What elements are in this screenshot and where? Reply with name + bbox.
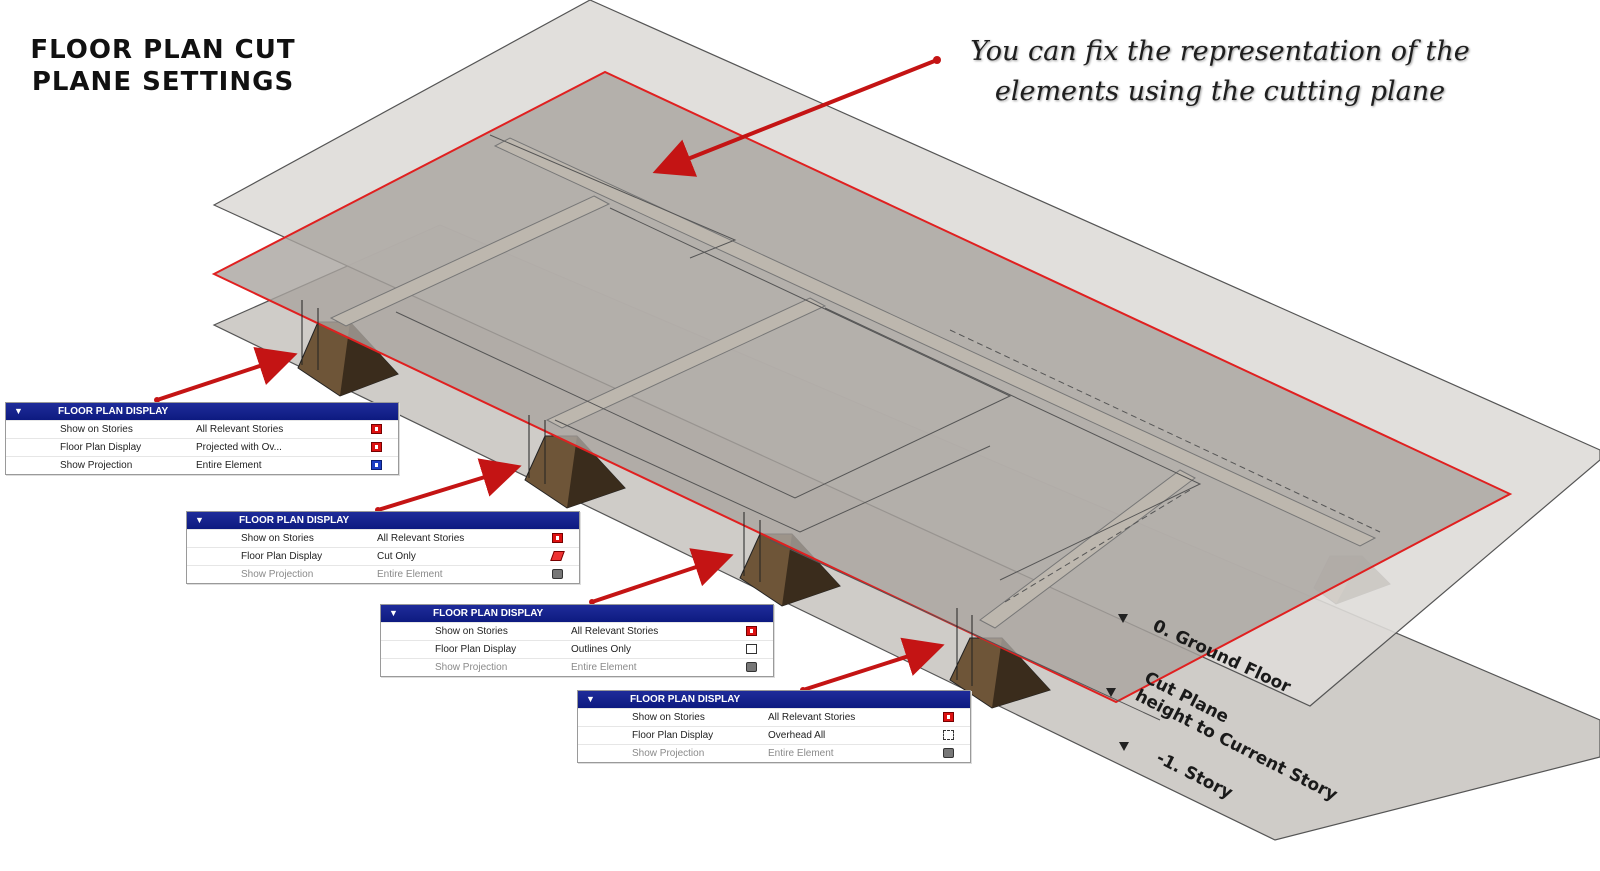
ground-floor-marker (1118, 614, 1128, 623)
room-outlines (395, 134, 1381, 721)
level-markers (1106, 614, 1129, 751)
row-floor-plan-display[interactable]: Floor Plan Display Projected with Ov... (6, 438, 398, 456)
row-floor-plan-display[interactable]: Floor Plan Display Outlines Only (381, 640, 773, 658)
stories-icon[interactable] (371, 424, 382, 434)
callout-text: You can fix the representation of the el… (900, 32, 1540, 112)
row-show-projection[interactable]: Show Projection Entire Element (578, 744, 970, 762)
panel-header[interactable]: ▼ FLOOR PLAN DISPLAY (6, 403, 398, 420)
callout-arrow (652, 58, 938, 177)
stories-icon[interactable] (943, 712, 954, 722)
outlines-only-icon[interactable] (746, 644, 757, 654)
floor-plan-display-panel-1: ▼ FLOOR PLAN DISPLAY Show on Stories All… (5, 402, 399, 475)
row-show-on-stories[interactable]: Show on Stories All Relevant Stories (187, 529, 579, 547)
panel-header[interactable]: ▼ FLOOR PLAN DISPLAY (187, 512, 579, 529)
row-show-projection[interactable]: Show Projection Entire Element (187, 565, 579, 583)
floor-plan-display-panel-2: ▼ FLOOR PLAN DISPLAY Show on Stories All… (186, 511, 580, 584)
projection-disabled-icon (552, 569, 563, 579)
arrows (156, 58, 945, 692)
row-floor-plan-display[interactable]: Floor Plan Display Overhead All (578, 726, 970, 744)
cut-plane-marker (1106, 688, 1116, 697)
row-show-on-stories[interactable]: Show on Stories All Relevant Stories (6, 420, 398, 438)
panel-arrow-3 (591, 548, 734, 604)
collapse-chevron-icon[interactable]: ▼ (389, 608, 398, 618)
row-floor-plan-display[interactable]: Floor Plan Display Cut Only (187, 547, 579, 565)
projection-icon[interactable] (371, 460, 382, 470)
vertical-guides (301, 300, 973, 686)
floor-plan-display-panel-4: ▼ FLOOR PLAN DISPLAY Show on Stories All… (577, 690, 971, 763)
foundation-strips (329, 137, 1377, 629)
story-minus1-marker (1119, 742, 1129, 751)
overhead-all-icon[interactable] (943, 730, 954, 740)
projection-disabled-icon (746, 662, 757, 672)
panel-arrow-1 (156, 347, 298, 402)
row-show-on-stories[interactable]: Show on Stories All Relevant Stories (381, 622, 773, 640)
stories-icon[interactable] (552, 533, 563, 543)
collapse-chevron-icon[interactable]: ▼ (195, 515, 204, 525)
panel-arrow-4 (802, 637, 945, 692)
projection-disabled-icon (943, 748, 954, 758)
panel-header[interactable]: ▼ FLOOR PLAN DISPLAY (381, 605, 773, 622)
row-show-projection[interactable]: Show Projection Entire Element (381, 658, 773, 676)
row-show-projection[interactable]: Show Projection Entire Element (6, 456, 398, 474)
row-show-on-stories[interactable]: Show on Stories All Relevant Stories (578, 708, 970, 726)
projected-overhead-icon[interactable] (371, 442, 382, 452)
collapse-chevron-icon[interactable]: ▼ (14, 406, 23, 416)
cut-only-icon[interactable] (550, 551, 565, 561)
callout-line-2: elements using the cutting plane (994, 76, 1446, 107)
diagram-title: FLOOR PLAN CUT PLANE SETTINGS (30, 35, 296, 97)
callout-line-1: You can fix the representation of the (970, 36, 1470, 67)
panel-arrow-2 (377, 458, 522, 512)
collapse-chevron-icon[interactable]: ▼ (586, 694, 595, 704)
panel-header[interactable]: ▼ FLOOR PLAN DISPLAY (578, 691, 970, 708)
stories-icon[interactable] (746, 626, 757, 636)
floor-plan-display-panel-3: ▼ FLOOR PLAN DISPLAY Show on Stories All… (380, 604, 774, 677)
